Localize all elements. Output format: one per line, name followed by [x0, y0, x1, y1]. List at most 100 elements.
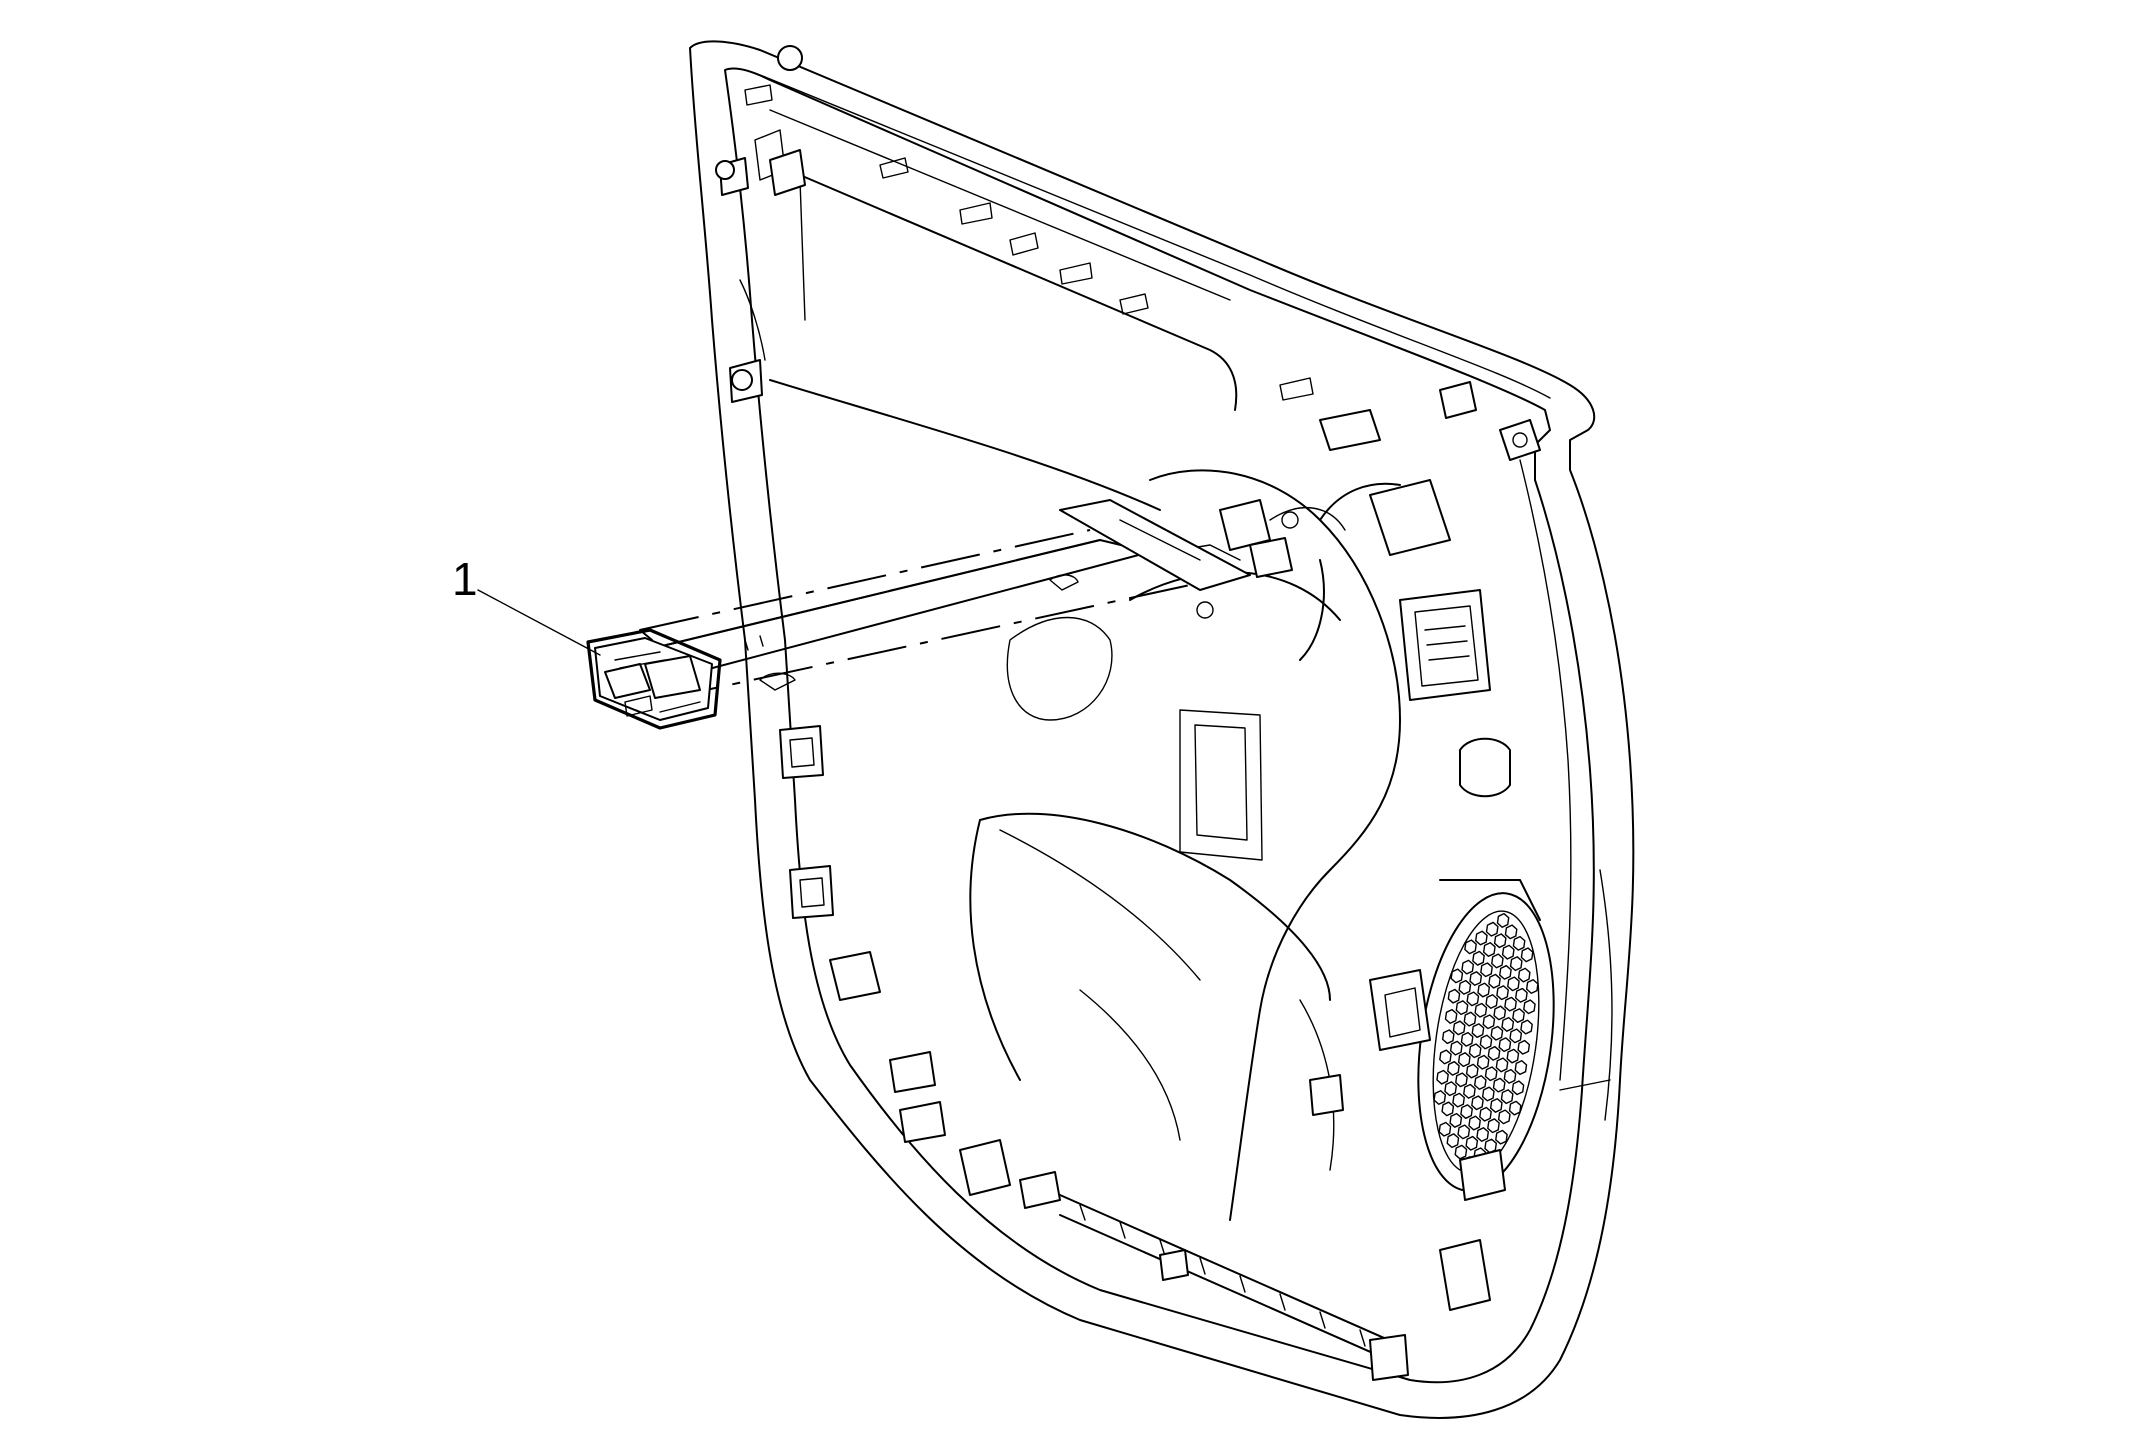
grille-cell: [1490, 1025, 1504, 1041]
door-trim-panel: [689, 40, 1635, 1419]
clip: [1459, 737, 1511, 798]
grille-cell: [1520, 947, 1534, 963]
grille-cell: [1476, 1127, 1490, 1142]
grille-cell: [1452, 1092, 1465, 1108]
grille-cell: [1463, 1083, 1476, 1099]
grille-cell: [1508, 1100, 1522, 1116]
grille-cell: [1479, 1034, 1493, 1050]
grille-cell: [1438, 1121, 1452, 1137]
grille-cell: [1439, 1049, 1452, 1065]
grille-cell: [1476, 1054, 1490, 1070]
grille-cell: [1499, 964, 1512, 980]
window-switch-assembly: [586, 628, 722, 730]
grille-cell: [1473, 1075, 1487, 1090]
callout-label-1: 1: [452, 553, 478, 605]
retainer-clips: [715, 45, 1541, 1381]
grille-cell: [1507, 976, 1520, 992]
grille-cell: [1457, 1124, 1471, 1140]
grille-cell: [1482, 1014, 1496, 1030]
grille-cell: [1447, 988, 1461, 1004]
clip: [779, 725, 824, 779]
grille-cell: [1498, 1037, 1512, 1053]
grille-cell: [1444, 1081, 1457, 1097]
clip: [1369, 1334, 1409, 1381]
grille-cell: [1449, 1112, 1463, 1128]
grille-cell: [1477, 982, 1491, 998]
grille-cell: [1495, 1129, 1508, 1145]
grille-cell: [1461, 959, 1475, 975]
grille-cell: [1493, 933, 1507, 949]
grille-cell: [1496, 912, 1510, 928]
grille-cell: [1515, 987, 1528, 1003]
grille-cell: [1487, 1045, 1501, 1061]
grille-cell: [1488, 973, 1501, 989]
grille-cell: [1517, 967, 1531, 983]
grille-cell: [1446, 1133, 1460, 1149]
grille-cell: [1463, 1011, 1477, 1027]
grille-cell: [1450, 968, 1464, 984]
grille-cell: [1514, 1060, 1528, 1076]
grille-cell: [1471, 1095, 1484, 1111]
clip: [829, 951, 881, 1001]
grille-cell: [1489, 1098, 1503, 1113]
grille-cell: [1468, 1043, 1482, 1059]
grille-cell: [1481, 1086, 1495, 1102]
grille-cell: [1455, 1000, 1469, 1016]
grille-cell: [1444, 1008, 1458, 1024]
clip: [959, 1139, 1011, 1196]
grille-cell: [1509, 956, 1523, 972]
grille-cell: [1452, 1020, 1466, 1036]
clip: [1369, 969, 1431, 1051]
grille-cell: [1501, 1016, 1515, 1032]
grille-cell: [1454, 1144, 1468, 1160]
grille-cell: [1465, 1135, 1479, 1151]
grille-cell: [1482, 942, 1496, 958]
grille-cell: [1480, 962, 1493, 978]
grille-cell: [1491, 953, 1504, 969]
grille-cell: [1525, 979, 1539, 994]
grille-cell: [1475, 930, 1488, 946]
clip: [1309, 1074, 1344, 1116]
clip: [1159, 1249, 1189, 1281]
grille-cell: [1512, 935, 1526, 951]
grille-cell: [1441, 1101, 1455, 1117]
grille-cell: [1472, 950, 1485, 966]
grille-cell: [1441, 1029, 1455, 1045]
grille-cell: [1465, 1063, 1479, 1079]
grille-cell: [1503, 1068, 1517, 1084]
grille-cell: [1504, 996, 1517, 1012]
grille-cell: [1460, 1104, 1473, 1120]
grille-cell: [1455, 1072, 1468, 1088]
grille-cell: [1487, 1118, 1500, 1134]
grille-cell: [1520, 1019, 1533, 1035]
grille-cell: [1469, 971, 1483, 986]
grille-cell: [1466, 991, 1480, 1007]
grille-cell: [1512, 1008, 1525, 1024]
grille-cell: [1501, 944, 1515, 960]
clip: [1019, 1171, 1061, 1209]
grille-cell: [1433, 1090, 1447, 1105]
grille-cell: [1493, 1005, 1507, 1021]
clip: [769, 149, 806, 196]
grille-cell: [1496, 985, 1509, 1001]
grille-cell: [1479, 1106, 1492, 1122]
grille-cell: [1460, 1031, 1474, 1047]
grille-cell: [1485, 921, 1499, 937]
grille-cell: [1511, 1080, 1525, 1096]
grille-cell: [1474, 1002, 1488, 1018]
clip: [789, 865, 834, 919]
grille-cell: [1464, 939, 1477, 955]
grille-cell: [1492, 1077, 1506, 1093]
grille-cell: [1449, 1040, 1463, 1056]
grille-cell: [1468, 1115, 1481, 1131]
grille-cell: [1506, 1048, 1520, 1064]
clip: [889, 1051, 936, 1093]
grille-cell: [1495, 1057, 1509, 1073]
grille-cell: [1523, 999, 1536, 1015]
wiring-harness: [1219, 479, 1491, 701]
grille-cell: [1447, 1060, 1460, 1076]
speaker-grille: [1417, 879, 1555, 1192]
grille-cell: [1457, 1052, 1471, 1068]
grille-cell: [1517, 1039, 1531, 1055]
grille-cell: [1504, 924, 1518, 940]
